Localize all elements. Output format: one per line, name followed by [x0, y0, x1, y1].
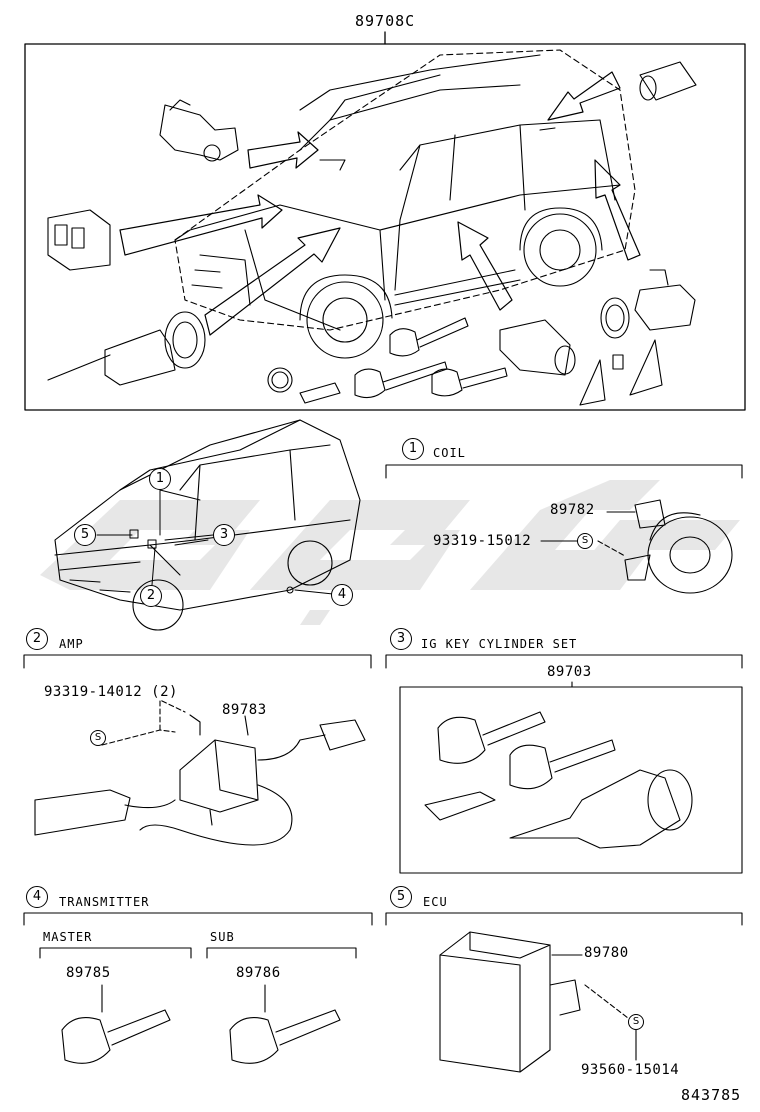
coil-section-title: COIL — [433, 446, 466, 460]
sub-label: SUB — [210, 930, 235, 944]
callout-leaders — [96, 489, 334, 595]
amp-part-number: 89783 — [222, 702, 267, 718]
ig-section-number: 3 — [390, 628, 412, 650]
coil-screw-number: 93319-15012 — [433, 533, 532, 549]
transmitter-keys — [61, 984, 341, 1064]
callout-5: 5 — [74, 524, 96, 546]
screw-symbol: S — [628, 1014, 644, 1030]
ig-part-number: 89703 — [547, 664, 592, 680]
location-arrows — [119, 71, 641, 336]
master-label: MASTER — [43, 930, 93, 944]
amp-section-title: AMP — [59, 637, 84, 651]
amp-section-number: 2 — [26, 628, 48, 650]
callout-1: 1 — [149, 468, 171, 490]
diagram-code: 843785 — [681, 1086, 742, 1104]
transmitter-section-title: TRANSMITTER — [59, 895, 150, 909]
transmitter-section-number: 4 — [26, 886, 48, 908]
section-brackets — [23, 464, 743, 959]
ecu-section-number: 5 — [390, 886, 412, 908]
callout-2: 2 — [140, 585, 162, 607]
ig-set-frame — [399, 686, 743, 874]
ecu-screw-number: 93560-15014 — [581, 1062, 680, 1078]
amp-part — [34, 699, 366, 846]
top-parts — [47, 61, 697, 406]
ecu-part-number: 89780 — [584, 945, 629, 961]
sub-part-number: 89786 — [236, 965, 281, 981]
amp-screw-number: 93319-14012 (2) — [44, 684, 178, 700]
ig-section-title: IG KEY CYLINDER SET — [421, 637, 578, 651]
main-assembly-frame — [24, 43, 746, 411]
vehicle-overview — [174, 49, 636, 359]
ecu-part — [439, 931, 637, 1073]
ig-cylinder-set — [399, 681, 743, 874]
coil-part — [597, 499, 733, 594]
ecu-section-title: ECU — [423, 895, 448, 909]
callout-3: 3 — [213, 524, 235, 546]
screw-symbol: S — [577, 533, 593, 549]
location-car — [54, 419, 361, 631]
screw-symbol: S — [90, 730, 106, 746]
coil-part-number: 89782 — [550, 502, 595, 518]
coil-section-number: 1 — [402, 438, 424, 460]
main-part-code: 89708C — [355, 12, 416, 30]
callout-4: 4 — [331, 584, 353, 606]
master-part-number: 89785 — [66, 965, 111, 981]
